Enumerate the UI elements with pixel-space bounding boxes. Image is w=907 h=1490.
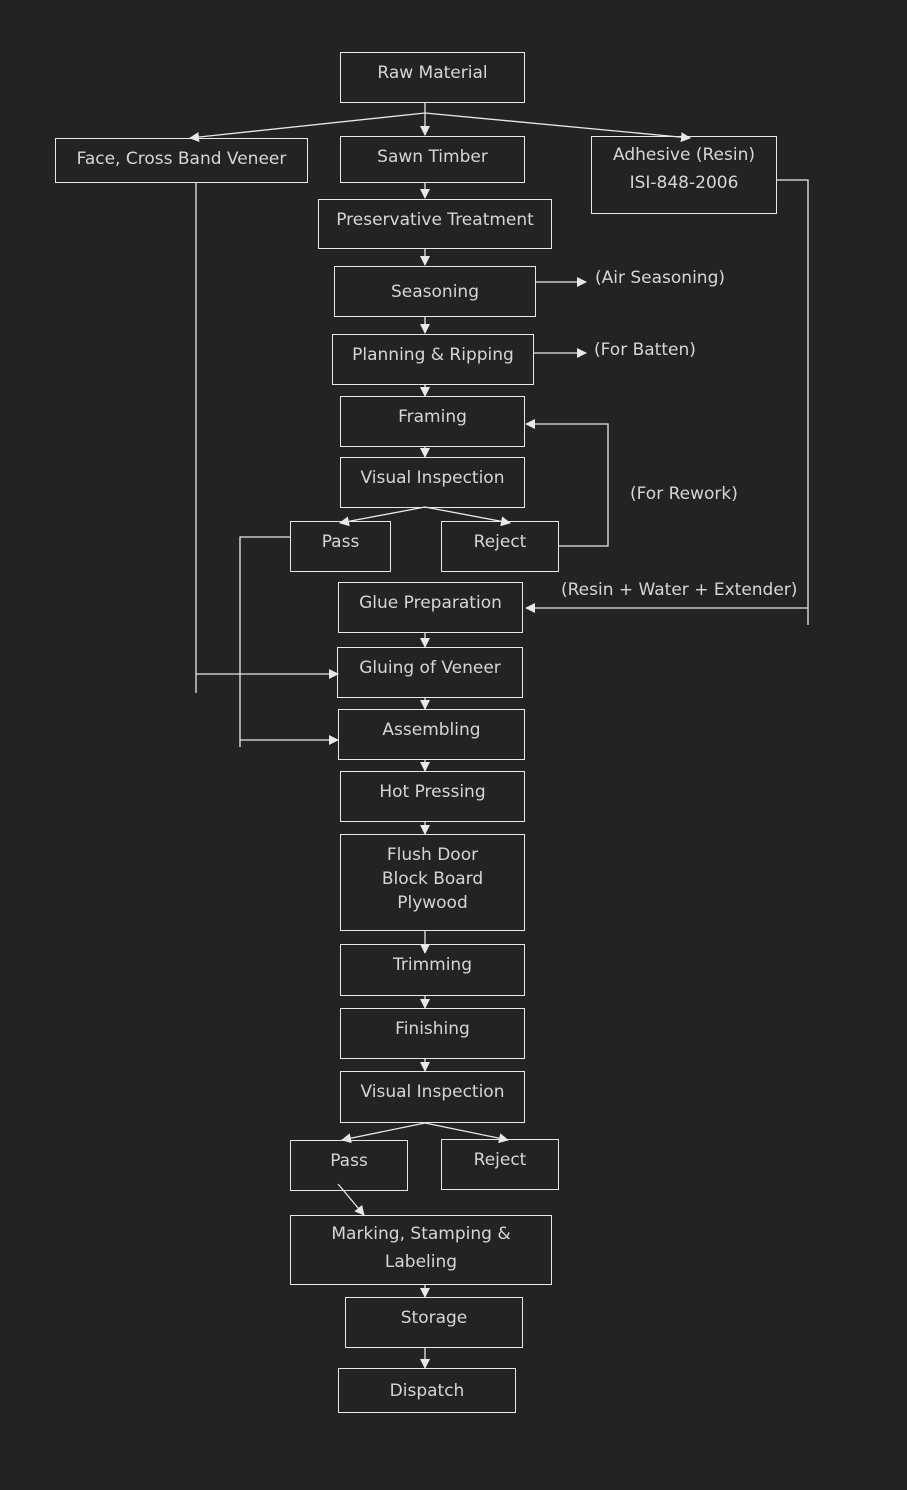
arrow-inspection1-to-reject <box>424 506 511 527</box>
node-label: Reject <box>473 1150 527 1170</box>
node-label: Visual Inspection <box>360 468 505 488</box>
node-face-veneer: Face, Cross Band Veneer <box>55 138 308 183</box>
node-label-line1: Marking, Stamping & <box>331 1224 511 1244</box>
arrow-adhesive-to-glue <box>777 179 809 625</box>
node-label: Reject <box>473 532 527 552</box>
arrow-rework-loop <box>525 419 609 547</box>
arrow-pass-to-marking <box>337 1183 365 1216</box>
note-for-batten: (For Batten) <box>594 340 696 360</box>
node-label: Raw Material <box>377 63 488 83</box>
node-label: Sawn Timber <box>377 147 488 167</box>
node-label: Trimming <box>392 955 472 975</box>
node-pass-2: Pass <box>290 1140 408 1191</box>
node-planning-ripping: Planning & Ripping <box>332 334 534 385</box>
arrow-inspection2-to-reject <box>424 1122 509 1144</box>
node-label-line1: Adhesive (Resin) <box>613 145 755 165</box>
node-label: Planning & Ripping <box>352 345 514 365</box>
node-storage: Storage <box>345 1297 523 1348</box>
node-preservative-treatment: Preservative Treatment <box>318 199 552 249</box>
node-reject-1: Reject <box>441 521 559 572</box>
node-gluing-of-veneer: Gluing of Veneer <box>337 647 523 698</box>
node-label: Dispatch <box>389 1380 465 1401</box>
node-label: Hot Pressing <box>379 782 486 802</box>
node-label-line2: ISI-848-2006 <box>629 173 739 193</box>
arrow-raw-to-adhesive <box>424 112 691 143</box>
node-products: Flush Door Block Board Plywood <box>340 834 525 931</box>
node-pass-1: Pass <box>290 521 391 572</box>
node-label: Preservative Treatment <box>336 210 534 230</box>
node-label: Gluing of Veneer <box>359 658 501 678</box>
node-raw-material: Raw Material <box>340 52 525 103</box>
node-label: Assembling <box>382 720 481 740</box>
arrow-inspection1-to-pass <box>339 506 426 527</box>
note-resin-water-extender: (Resin + Water + Extender) <box>561 580 798 600</box>
node-finishing: Finishing <box>340 1008 525 1059</box>
product-plywood: Plywood <box>397 893 468 913</box>
node-framing: Framing <box>340 396 525 447</box>
node-reject-2: Reject <box>441 1139 559 1190</box>
note-air-seasoning: (Air Seasoning) <box>595 268 725 288</box>
arrow-inspection2-to-pass <box>341 1122 426 1144</box>
product-flush-door: Flush Door <box>386 845 479 865</box>
product-block-board: Block Board <box>381 869 484 889</box>
node-hot-pressing: Hot Pressing <box>340 771 525 822</box>
note-for-rework: (For Rework) <box>630 484 738 504</box>
node-sawn-timber: Sawn Timber <box>340 136 525 183</box>
node-glue-preparation: Glue Preparation <box>338 582 523 633</box>
node-label: Finishing <box>395 1019 470 1039</box>
node-label: Storage <box>400 1308 468 1328</box>
node-label: Seasoning <box>391 281 479 302</box>
node-seasoning: Seasoning <box>334 266 536 317</box>
arrow-pass-to-assembling <box>239 536 290 747</box>
node-assembling: Assembling <box>338 709 525 760</box>
node-marking-stamping-labeling: Marking, Stamping & Labeling <box>290 1215 552 1285</box>
node-adhesive: Adhesive (Resin) ISI-848-2006 <box>591 136 777 214</box>
node-label: Glue Preparation <box>359 593 502 613</box>
node-visual-inspection-1: Visual Inspection <box>340 457 525 508</box>
arrow-raw-to-veneer <box>189 112 426 143</box>
node-visual-inspection-2: Visual Inspection <box>340 1071 525 1123</box>
node-label: Face, Cross Band Veneer <box>76 149 287 169</box>
node-label: Pass <box>321 532 360 552</box>
node-label: Visual Inspection <box>360 1082 505 1102</box>
node-label: Pass <box>330 1151 368 1171</box>
node-dispatch: Dispatch <box>338 1368 516 1413</box>
node-label-line2: Labeling <box>384 1252 458 1272</box>
node-trimming: Trimming <box>340 944 525 996</box>
node-label: Framing <box>398 407 467 427</box>
